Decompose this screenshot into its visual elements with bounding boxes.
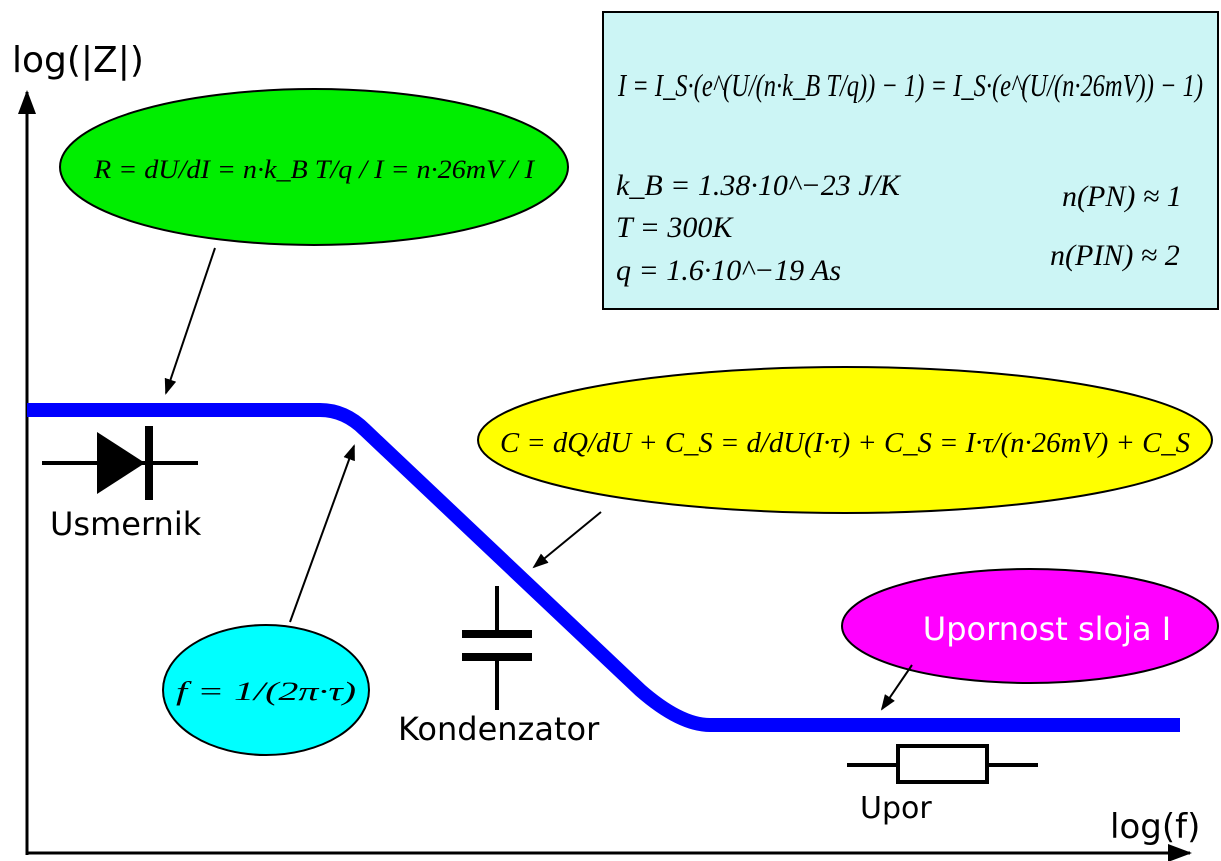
capacitor-icon: [462, 586, 532, 710]
diode-label: Usmernik: [50, 505, 202, 543]
resistance-bubble: [59, 88, 569, 246]
frequency-formula: f = 1/(2π·τ): [176, 677, 356, 706]
diode-icon: [42, 426, 198, 500]
y-axis-label: log(|Z|): [12, 40, 144, 81]
capacitance-formula: C = dQ/dU + C_S = d/dU(I·τ) + C_S = I·τ/…: [500, 428, 1190, 459]
capacitance-pointer: [532, 511, 602, 569]
frequency-bubble: [162, 624, 370, 756]
frequency-pointer: [289, 444, 355, 623]
diode-current-equation: I = I_S·(e^(U/(n·k_B T/q)) − 1) = I_S·(e…: [617, 67, 1203, 103]
charge-value: q = 1.6·10^−19 As: [616, 254, 841, 287]
resistance-pointer: [164, 247, 216, 395]
x-axis-label: log(f): [1110, 807, 1200, 847]
capacitance-bubble: [477, 366, 1213, 514]
resistor-label: Upor: [860, 791, 932, 826]
resistor-icon: [847, 744, 1038, 784]
resistance-formula: R = dU/dI = n·k_B T/q / I = n·26mV / I: [93, 155, 536, 184]
ideality-pn: n(PN) ≈ 1: [1062, 180, 1182, 213]
layer-resistance-label: Upornost sloja I: [923, 610, 1171, 648]
layer-resistance-pointer: [880, 664, 913, 711]
temperature-value: T = 300K: [616, 211, 734, 244]
diode-equation-box: [602, 11, 1219, 310]
capacitor-label: Kondenzator: [398, 710, 600, 748]
impedance-curve: [27, 403, 1180, 732]
layer-resistance-bubble: [841, 568, 1219, 684]
ideality-pin: n(PIN) ≈ 2: [1050, 239, 1180, 272]
boltzmann-constant: k_B = 1.38·10^−23 J/K: [616, 169, 902, 202]
